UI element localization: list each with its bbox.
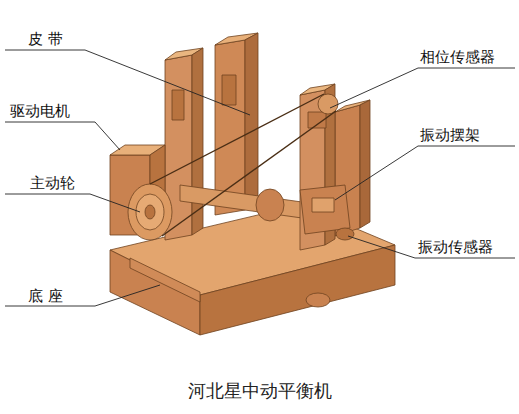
slot <box>222 75 236 105</box>
part-label: 振动传感器 <box>418 238 493 256</box>
leader-line <box>348 236 515 258</box>
part-label: 振动摆架 <box>420 126 480 144</box>
rotor-disc <box>256 189 284 221</box>
column-side <box>245 33 258 210</box>
vibration-sensor <box>336 228 354 240</box>
part-label: 主动轮 <box>30 174 75 192</box>
leader-line <box>335 146 515 200</box>
part-label: 皮 带 <box>28 30 63 48</box>
base-left-face <box>110 250 200 335</box>
part-label: 底 座 <box>28 287 63 305</box>
caption: 河北星中动平衡机 <box>188 380 332 402</box>
leader-line <box>5 122 120 150</box>
drive-wheel-rim <box>136 194 164 230</box>
part-label: 相位传感器 <box>420 48 495 66</box>
belt <box>162 111 336 236</box>
leader-line <box>5 194 140 212</box>
column-side <box>360 100 370 228</box>
drive-wheel <box>128 184 172 240</box>
part-label: 驱动电机 <box>10 102 70 120</box>
drive-wheel-hub <box>145 205 155 219</box>
base-rail <box>130 258 200 302</box>
leader-line <box>5 285 160 306</box>
slot <box>172 90 184 120</box>
leader-line <box>330 68 515 108</box>
base-right-face <box>200 245 395 335</box>
column <box>215 40 245 215</box>
base-foot <box>306 293 330 307</box>
frame-bearing <box>312 198 334 212</box>
vibration-frame <box>300 185 350 234</box>
